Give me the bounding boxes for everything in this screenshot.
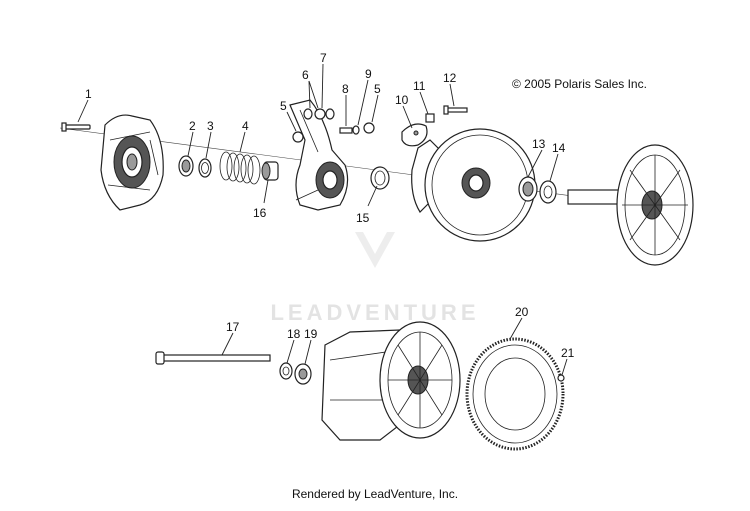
callout-14: 14 xyxy=(552,141,566,155)
part-18-washer xyxy=(279,362,293,380)
callout-12: 12 xyxy=(443,71,457,85)
part-5-roller-left xyxy=(292,131,304,143)
callout-20: 20 xyxy=(515,305,529,319)
part-9-washer xyxy=(352,125,360,135)
callout-1: 1 xyxy=(85,87,92,101)
leadventure-logo-watermark xyxy=(355,232,395,268)
callout-labels: 1 2 3 4 5 6 7 8 9 5 10 11 12 13 14 15 16… xyxy=(85,51,575,360)
part-12-bolt xyxy=(443,105,468,115)
callout-8: 8 xyxy=(342,82,349,96)
clutch-cover xyxy=(100,114,164,211)
callout-21: 21 xyxy=(561,346,575,360)
copyright-notice: © 2005 Polaris Sales Inc. xyxy=(512,77,647,91)
callout-13: 13 xyxy=(532,137,546,151)
part-4-spring xyxy=(219,151,261,185)
part-10-weight xyxy=(401,123,428,147)
part-17-bolt xyxy=(155,351,271,365)
moveable-sheave xyxy=(411,128,536,242)
callout-4: 4 xyxy=(242,119,249,133)
part-2-bushing xyxy=(178,155,194,177)
leader-lines xyxy=(77,63,568,376)
callout-19: 19 xyxy=(304,327,318,341)
callout-3: 3 xyxy=(207,119,214,133)
callout-5-left: 5 xyxy=(280,99,287,113)
part-19-bushing xyxy=(294,363,312,385)
fixed-sheave xyxy=(567,144,694,266)
part-13-bushing xyxy=(518,176,538,202)
callout-18: 18 xyxy=(287,327,301,341)
part-1-bolt xyxy=(61,122,91,132)
part-14-ring xyxy=(539,180,557,204)
part-16-bushing xyxy=(261,161,279,181)
part-15-washer xyxy=(370,166,390,190)
watermark-text: LEADVENTURE xyxy=(270,300,480,325)
callout-15: 15 xyxy=(356,211,370,225)
part-8-pin xyxy=(339,127,353,134)
callout-6: 6 xyxy=(302,68,309,82)
callout-7: 7 xyxy=(320,51,327,65)
callout-2: 2 xyxy=(189,119,196,133)
part-6-washers xyxy=(303,108,335,120)
callout-10: 10 xyxy=(395,93,409,107)
part-5-roller-right xyxy=(363,122,375,134)
callout-16: 16 xyxy=(253,206,267,220)
footer-credit: Rendered by LeadVenture, Inc. xyxy=(291,487,459,501)
part-20-ring-gear xyxy=(465,337,565,451)
callout-11: 11 xyxy=(413,79,426,93)
callout-17: 17 xyxy=(226,320,240,334)
part-21-bolt xyxy=(557,374,565,382)
callout-9: 9 xyxy=(365,67,372,81)
part-11-nut xyxy=(425,113,435,123)
assembled-clutch xyxy=(321,321,461,441)
callout-5-right: 5 xyxy=(374,82,381,96)
part-3-ring xyxy=(198,158,212,178)
spider-assembly xyxy=(289,99,349,211)
